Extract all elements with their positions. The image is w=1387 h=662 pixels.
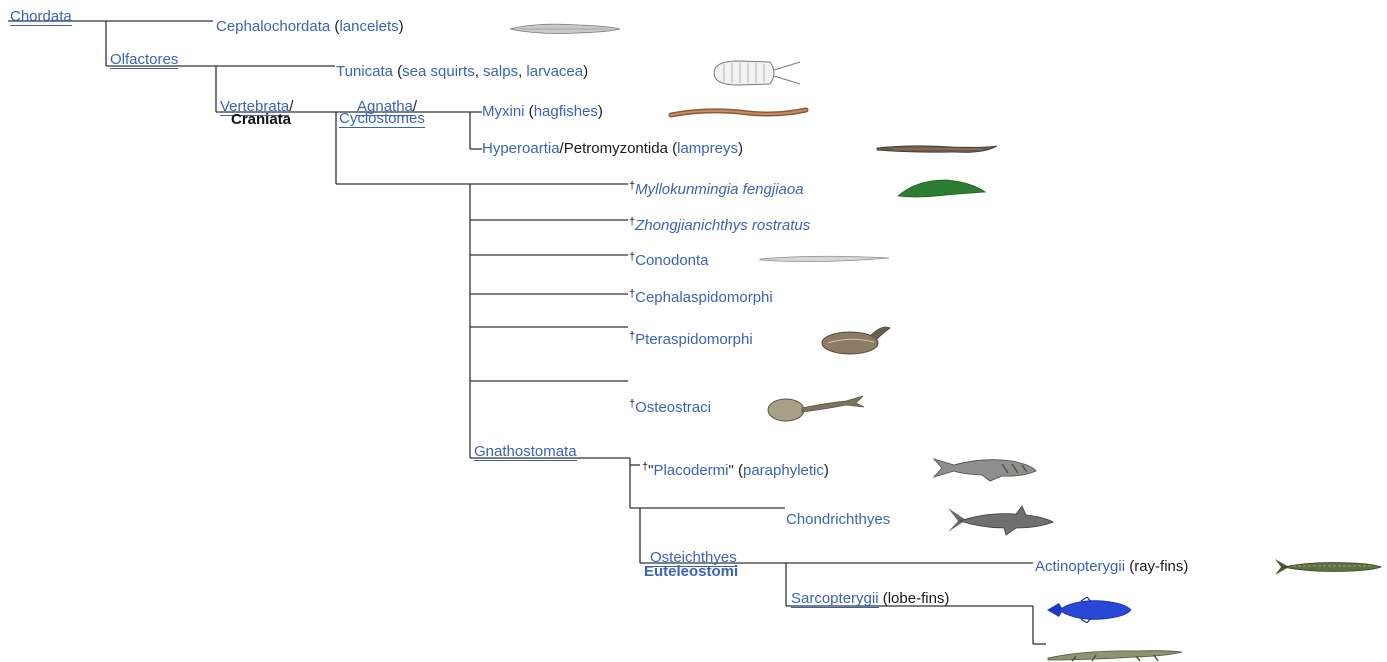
leaf-tunicata: Tunicata (sea squirts, salps, larvacea) — [336, 63, 588, 81]
lancelet-icon — [508, 20, 623, 38]
lampreys-link[interactable]: lampreys — [677, 140, 738, 157]
leaf-chondrichthyes: Chondrichthyes — [786, 511, 890, 529]
hagfishes-link[interactable]: hagfishes — [534, 103, 598, 120]
clade-euteleostomi[interactable]: Euteleostomi — [644, 564, 738, 580]
clade-olfactores[interactable]: Olfactores — [110, 52, 178, 69]
clade-chordata[interactable]: Chordata — [10, 9, 72, 26]
actinopterygii-link[interactable]: Actinopterygii — [1035, 558, 1125, 575]
leaf-hyperoartia: Hyperoartia/Petromyzontida (lampreys) — [482, 140, 743, 158]
tunicate-icon — [708, 58, 803, 88]
clade-craniata: Craniata — [231, 112, 291, 128]
tetrapod-icon — [1046, 644, 1184, 662]
myllokunmingia-link[interactable]: Myllokunmingia fengjiaoa — [635, 181, 803, 198]
coelacanth-icon — [1045, 597, 1133, 623]
osteostracan-icon — [766, 393, 866, 425]
sea-squirts-link[interactable]: sea squirts — [402, 63, 475, 80]
leaf-cephalochordata: Cephalochordata (lancelets) — [216, 18, 404, 36]
zhongjianichthys-link[interactable]: Zhongjianichthys rostratus — [635, 217, 810, 234]
hyperoartia-link[interactable]: Hyperoartia — [482, 140, 560, 157]
placoderm-icon — [932, 453, 1040, 483]
conodonta-link[interactable]: Conodonta — [635, 252, 708, 269]
leaf-cephalaspidomorphi: †Cephalaspidomorphi — [629, 285, 773, 307]
shark-icon — [946, 504, 1056, 538]
myllokunmingia-icon — [896, 177, 988, 199]
chondrichthyes-link[interactable]: Chondrichthyes — [786, 511, 890, 528]
osteostraci-link[interactable]: Osteostraci — [635, 399, 711, 416]
clade-gnathostomata[interactable]: Gnathostomata — [474, 444, 577, 461]
paraphyletic-link[interactable]: paraphyletic — [743, 462, 824, 479]
larvacea-link[interactable]: larvacea — [526, 63, 583, 80]
tunicata-link[interactable]: Tunicata — [336, 63, 393, 80]
leaf-conodonta: †Conodonta — [629, 248, 709, 270]
leaf-actinopterygii: Actinopterygii (ray-fins) — [1035, 558, 1188, 576]
cephalochordata-link[interactable]: Cephalochordata — [216, 18, 330, 35]
lobe-fins-text: lobe-fins — [888, 590, 945, 607]
leaf-pteraspidomorphi: †Pteraspidomorphi — [629, 327, 753, 349]
leaf-placodermi: †"Placodermi" (paraphyletic) — [642, 458, 829, 480]
leaf-zhongjianichthys: †Zhongjianichthys rostratus — [629, 213, 810, 235]
myxini-link[interactable]: Myxini — [482, 103, 525, 120]
sarcopterygii-link[interactable]: Sarcopterygii — [791, 590, 879, 608]
petromyzontida-text: Petromyzontida — [564, 140, 668, 157]
placodermi-link[interactable]: Placodermi — [653, 462, 728, 479]
lancelets-link[interactable]: lancelets — [339, 18, 398, 35]
leaf-myllokunmingia: †Myllokunmingia fengjiaoa — [629, 177, 804, 199]
salps-link[interactable]: salps — [483, 63, 518, 80]
cephalaspidomorphi-link[interactable]: Cephalaspidomorphi — [635, 289, 773, 306]
conodont-icon — [757, 252, 893, 266]
sturgeon-icon — [1273, 556, 1383, 578]
leaf-osteostraci: †Osteostraci — [629, 395, 711, 417]
pteraspidomorphi-link[interactable]: Pteraspidomorphi — [635, 331, 753, 348]
hagfish-icon — [668, 106, 810, 120]
lamprey-icon — [873, 140, 1001, 158]
leaf-sarcopterygii: Sarcopterygii (lobe-fins) — [791, 590, 949, 608]
ray-fins-text: ray-fins — [1134, 558, 1183, 575]
clade-cyclostomes[interactable]: Cyclostomes — [339, 111, 425, 128]
leaf-myxini: Myxini (hagfishes) — [482, 103, 603, 121]
pteraspid-icon — [820, 320, 894, 358]
